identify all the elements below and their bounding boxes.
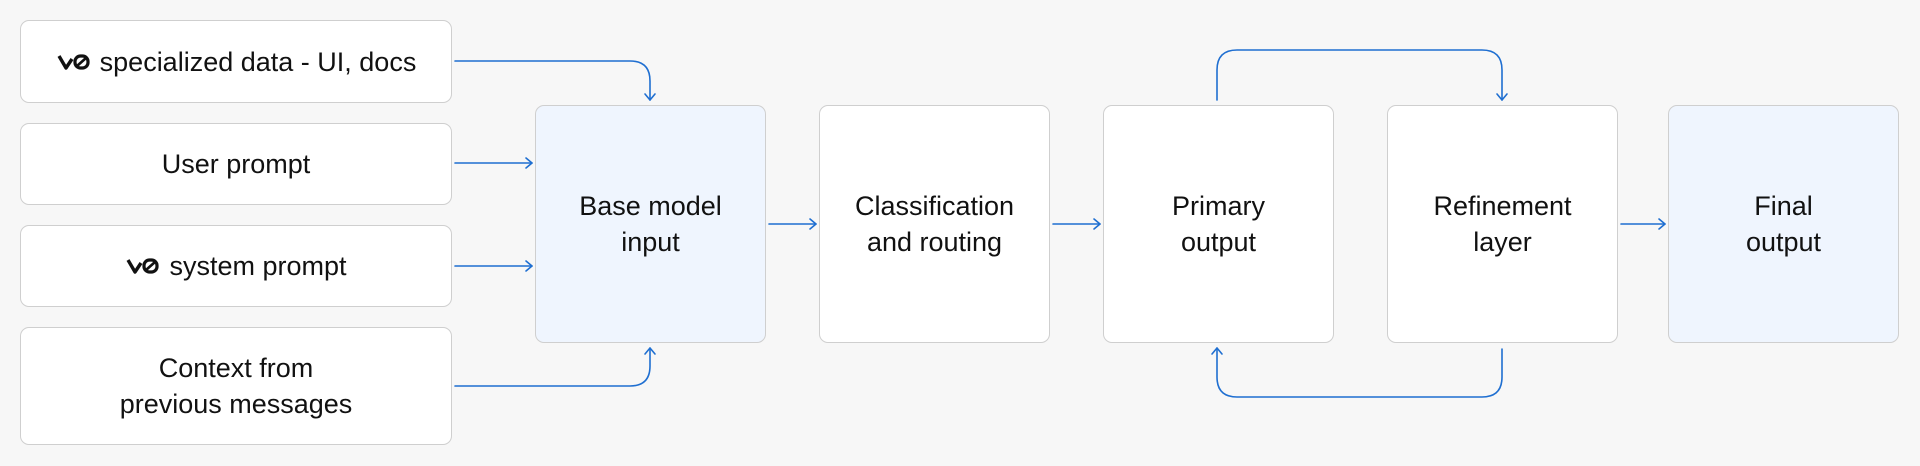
arrowhead-classification-to-primary — [1093, 218, 1101, 230]
node-base-model-line1: Base model — [579, 191, 722, 221]
input-specialized-data-label: specialized data - UI, docs — [99, 46, 417, 77]
connector-primary-to-refinement — [1216, 49, 1503, 101]
arrowhead-specialized-to-base — [644, 93, 656, 101]
node-base-model-line2: input — [621, 227, 680, 257]
arrowhead-context-to-base — [644, 347, 656, 355]
input-user-prompt: User prompt — [20, 123, 452, 205]
v0-logo-icon — [125, 256, 161, 276]
input-system-prompt: system prompt — [20, 225, 452, 307]
node-primary-output-line1: Primary — [1172, 191, 1265, 221]
arrowhead-primary-to-refinement — [1496, 93, 1508, 101]
node-final-output-line2: output — [1745, 227, 1822, 257]
input-context: Context from previous messages — [20, 327, 452, 445]
arrowhead-refinement-to-primary — [1211, 347, 1223, 355]
connector-context-to-base — [454, 347, 651, 387]
input-system-prompt-label: system prompt — [169, 251, 347, 281]
connector-specialized-to-base — [454, 60, 651, 101]
v0-logo-icon — [56, 52, 92, 72]
node-classification-line1: Classification — [854, 191, 1015, 221]
arrowhead-system-prompt-to-base — [525, 260, 533, 272]
node-classification-line2: and routing — [866, 227, 1003, 257]
arrowhead-base-to-classification — [809, 218, 817, 230]
input-user-prompt-label: User prompt — [161, 149, 311, 179]
node-final-output: Final output — [1668, 105, 1899, 343]
node-primary-output: Primary output — [1103, 105, 1334, 343]
node-refinement-line2: layer — [1473, 227, 1532, 257]
arrowhead-refinement-to-final — [1658, 218, 1666, 230]
input-context-line2: previous messages — [119, 389, 353, 419]
input-context-line1: Context from — [158, 353, 314, 383]
node-primary-output-line2: output — [1180, 227, 1257, 257]
node-classification-routing: Classification and routing — [819, 105, 1050, 343]
node-refinement-layer: Refinement layer — [1387, 105, 1618, 343]
input-specialized-data: specialized data - UI, docs — [20, 20, 452, 103]
node-final-output-line1: Final — [1754, 191, 1813, 221]
connector-refinement-to-primary — [1216, 347, 1503, 398]
arrowhead-user-prompt-to-base — [525, 157, 533, 169]
node-base-model-input: Base model input — [535, 105, 766, 343]
node-refinement-line1: Refinement — [1433, 191, 1572, 221]
